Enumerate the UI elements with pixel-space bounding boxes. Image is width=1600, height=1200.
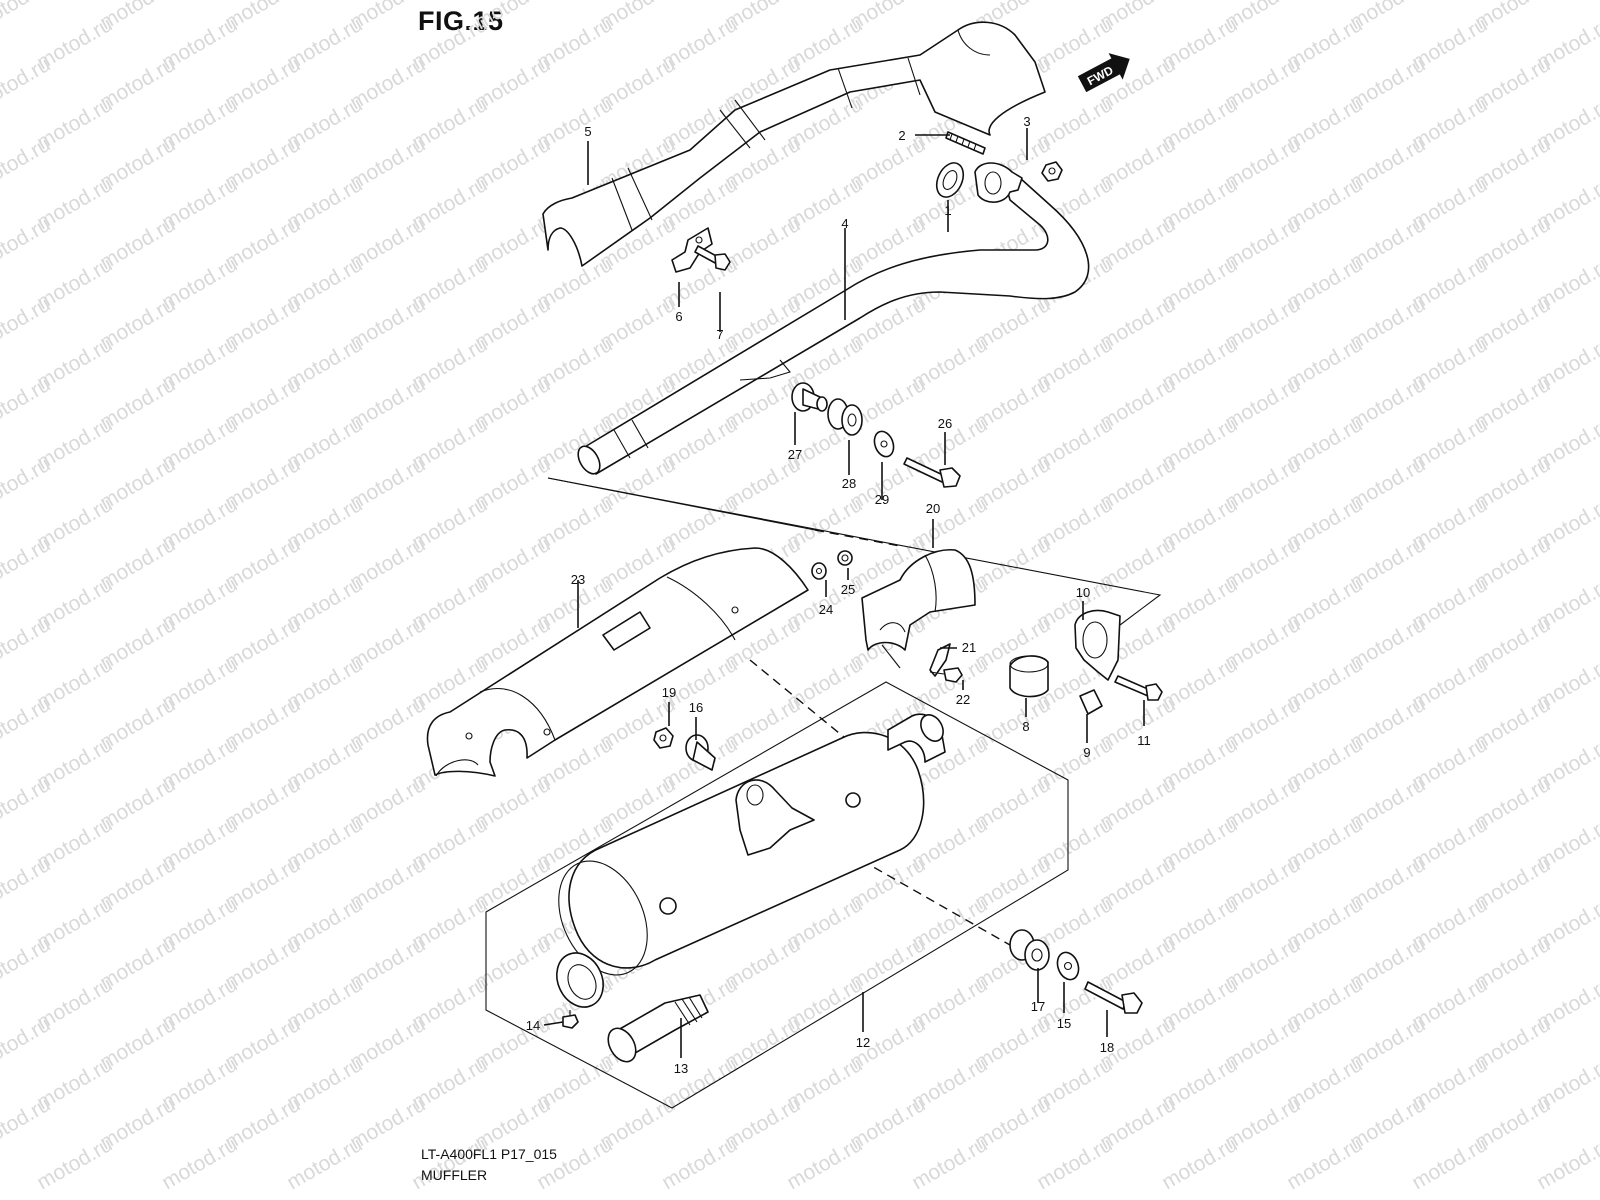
- callout-18: 18: [1100, 1040, 1114, 1055]
- stud-drawing: [945, 131, 986, 155]
- watermark-text: motod.ru: [0, 0, 54, 34]
- spark-arrester-drawing: [607, 994, 709, 1063]
- muffler-assembly-drawing: [485, 681, 1069, 1109]
- bolt-drawing-18: [1084, 981, 1143, 1014]
- cushion-drawing-28: [827, 398, 863, 436]
- washer-drawing-24: [811, 562, 827, 580]
- watermark-text: motod.ru: [0, 533, 54, 594]
- bolt-drawing-26: [903, 457, 961, 488]
- watermark-text: motod.ru: [0, 133, 54, 194]
- watermark-text: motod.ru: [1533, 1133, 1600, 1194]
- watermark-text: motod.ru: [158, 1133, 241, 1194]
- callout-14: 14: [526, 1018, 540, 1033]
- callout-29: 29: [875, 492, 889, 507]
- watermark-text: motod.ru: [0, 933, 54, 994]
- callout-19: 19: [662, 685, 676, 700]
- callout-5: 5: [584, 124, 591, 139]
- figure-title: FIG.15: [418, 6, 504, 36]
- bolt-drawing-11: [1114, 675, 1163, 701]
- spacer-drawing: [1079, 689, 1103, 715]
- cover-drawing-20: [861, 549, 976, 669]
- model-code: LT-A400FL1 P17_015: [421, 1146, 557, 1162]
- watermark-text: motod.ru: [283, 1133, 366, 1194]
- watermark-text: motod.ru: [0, 693, 54, 754]
- watermark-text: motod.ru: [1158, 1133, 1241, 1194]
- nut-drawing-19: [653, 727, 674, 749]
- watermark-text: motod.ru: [1408, 1133, 1491, 1194]
- watermark-text: motod.ru: [0, 293, 54, 354]
- watermark-text: motod.ru: [0, 1093, 54, 1154]
- callout-11: 11: [1137, 733, 1151, 748]
- watermark-text: motod.ru: [0, 853, 54, 914]
- callout-13: 13: [674, 1061, 688, 1076]
- pipe-cover-drawing: [542, 21, 1046, 267]
- callout-27: 27: [788, 447, 802, 462]
- bracket-drawing: [671, 227, 713, 273]
- collar-drawing-16: [685, 734, 716, 771]
- flange-drawing: [974, 162, 1023, 203]
- callout-6: 6: [675, 309, 682, 324]
- bolt-drawing-7: [694, 245, 731, 271]
- clip-drawing-25: [837, 550, 853, 566]
- callout-17: 17: [1031, 999, 1045, 1014]
- callout-22: 22: [956, 692, 970, 707]
- callout-3: 3: [1023, 114, 1030, 129]
- callout-9: 9: [1083, 745, 1090, 760]
- connector-seal-drawing: [1009, 655, 1049, 698]
- cushion-drawing-17: [1009, 929, 1050, 971]
- watermark-text: motod.ru: [658, 1133, 741, 1194]
- callout-8: 8: [1022, 719, 1029, 734]
- watermark-text: motod.ru: [533, 1133, 616, 1194]
- watermark-text: motod.ru: [0, 453, 54, 514]
- watermark-text: motod.ru: [908, 1133, 991, 1194]
- callout-20: 20: [926, 501, 940, 516]
- callout-4: 4: [841, 216, 848, 231]
- muffler-cover-drawing: [426, 547, 809, 777]
- watermark-text: motod.ru: [783, 1133, 866, 1194]
- callout-23: 23: [571, 572, 585, 587]
- watermark-text: motod.ru: [0, 613, 54, 674]
- collar-drawing-27: [791, 382, 828, 412]
- bolt-drawing-22: [929, 667, 963, 683]
- nut-drawing: [1041, 161, 1063, 182]
- callout-12: 12: [856, 1035, 870, 1050]
- watermark-text: motod.ru: [0, 53, 54, 114]
- clamp-drawing: [1074, 609, 1121, 681]
- watermark-text: motod.ru: [408, 1133, 491, 1194]
- gasket-drawing: [935, 162, 965, 198]
- watermark-text: motod.ru: [1596, 0, 1600, 34]
- washer-drawing-15: [1056, 951, 1080, 981]
- watermark-text: motod.ru: [33, 1133, 116, 1194]
- callout-2: 2: [898, 128, 905, 143]
- callout-16: 16: [689, 700, 703, 715]
- callout-26: 26: [938, 416, 952, 431]
- washer-drawing-29: [873, 430, 895, 458]
- callout-28: 28: [842, 476, 856, 491]
- bracket-drawing-21: [929, 643, 951, 677]
- callout-labels: 1 2 3 4 5 6 7 8 9 10 11 12 13 14 15 16 1…: [526, 114, 1151, 1076]
- exhaust-pipe-drawing: [577, 177, 1090, 475]
- callout-1: 1: [944, 203, 951, 218]
- watermark-text: motod.ru: [0, 1013, 54, 1074]
- screw-drawing: [562, 1010, 579, 1029]
- watermark-text: motod.ru: [1283, 1133, 1366, 1194]
- callout-21: 21: [962, 640, 976, 655]
- callout-15: 15: [1057, 1016, 1071, 1031]
- leader-lines: [543, 128, 1145, 1058]
- section-title: MUFFLER: [421, 1167, 488, 1183]
- watermark-text: motod.ru: [0, 373, 54, 434]
- callout-25: 25: [841, 582, 855, 597]
- watermark-text: motod.ru: [0, 773, 54, 834]
- callout-10: 10: [1076, 585, 1090, 600]
- watermark-text: motod.ru: [0, 213, 54, 274]
- callout-7: 7: [716, 327, 723, 342]
- watermark-text: motod.ru: [1033, 1133, 1116, 1194]
- callout-24: 24: [819, 602, 833, 617]
